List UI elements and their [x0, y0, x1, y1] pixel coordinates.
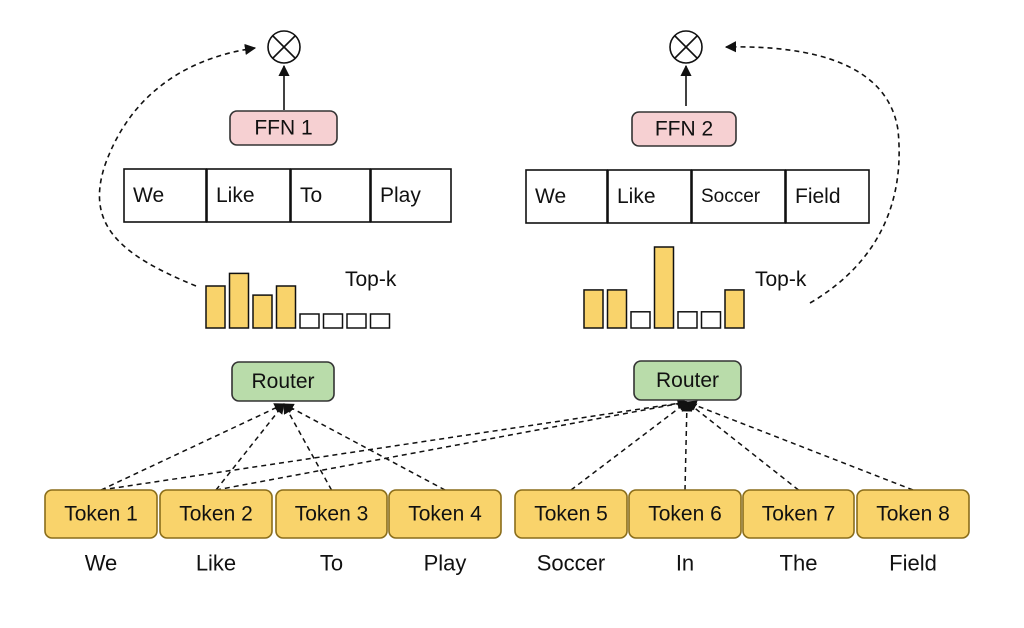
- selected-token-left-word: To: [300, 184, 322, 207]
- feedback-arc-left: [98, 43, 257, 287]
- token-label: Token 2: [179, 503, 253, 526]
- token-label: Token 6: [648, 503, 722, 526]
- token-1-route-line: [100, 403, 285, 491]
- token-word: Like: [196, 551, 236, 576]
- token-5: Token 5: [514, 489, 628, 539]
- router-score-left-bar: [322, 313, 344, 329]
- router-score-left-bar: [299, 313, 320, 329]
- token-word: To: [320, 551, 343, 576]
- router-score-left-bar: [369, 313, 391, 329]
- router-score-right-bar: [630, 311, 651, 329]
- selected-tokens-left: We Like To Play: [123, 168, 452, 223]
- router-scores-left: [205, 272, 391, 329]
- token-word: Field: [889, 551, 937, 576]
- router-score-right-bar: [700, 311, 722, 329]
- token-8: Token 8: [856, 489, 970, 539]
- selected-token-left-word: Like: [216, 184, 255, 207]
- router-score-left-bar: [275, 285, 297, 329]
- router-box-left: Router: [231, 361, 335, 402]
- router-score-right-bar: [653, 246, 675, 329]
- topk-label-left: Top-k: [345, 268, 397, 291]
- router-score-right-bar: [583, 289, 604, 329]
- ffn-label-left: FFN 1: [254, 117, 312, 140]
- router-score-right-bar: [677, 311, 698, 329]
- ffn-box-right: FFN 2: [631, 111, 737, 147]
- token-1-route-line-cross: [100, 398, 689, 491]
- token-7: Token 7: [742, 489, 855, 539]
- token-3: Token 3: [275, 489, 388, 539]
- token-2-route-line: [215, 403, 285, 491]
- selected-token-left-cell: To: [290, 168, 371, 223]
- token-word: We: [85, 551, 118, 576]
- selected-token-right-word: Field: [795, 185, 841, 208]
- routing-connections: [98, 41, 914, 491]
- selected-token-right-cell: We: [525, 169, 608, 224]
- token-word: The: [780, 551, 818, 576]
- ffn-box-left: FFN 1: [229, 110, 338, 146]
- selected-token-left-cell: Play: [370, 168, 452, 223]
- selected-token-left-cell: We: [123, 168, 207, 223]
- selected-token-right-cell: Soccer: [691, 169, 786, 224]
- token-label: Token 3: [295, 503, 369, 526]
- input-token-row: Token 1 We Token 2 Like Token 3 To Token 4 Play…: [44, 489, 970, 576]
- topk-label-right: Top-k: [755, 268, 807, 291]
- router-score-left-bar: [346, 313, 367, 329]
- selected-token-right-word: We: [535, 185, 566, 208]
- router-score-left-bar: [205, 285, 226, 329]
- router-box-right: Router: [633, 360, 742, 401]
- combine-node-left: [267, 30, 301, 64]
- token-word: Play: [424, 551, 467, 576]
- token-7-route-line: [686, 401, 799, 491]
- selected-tokens-right: We Like Soccer Field: [525, 169, 870, 224]
- token-6: Token 6: [628, 489, 742, 539]
- token-6-route-line: [681, 400, 693, 491]
- token-label: Token 1: [64, 503, 138, 526]
- router-label-right: Router: [656, 369, 719, 392]
- token-label: Token 7: [762, 503, 836, 526]
- selected-token-right-word: Like: [617, 185, 656, 208]
- router-score-right-bar: [724, 289, 745, 329]
- router-label-left: Router: [251, 370, 314, 393]
- token-label: Token 8: [876, 503, 950, 526]
- selected-token-right-cell: Field: [785, 169, 870, 224]
- token-word: Soccer: [537, 551, 605, 576]
- expert-block-left: FFN 1 We Like To Play Top-k Router: [123, 30, 452, 402]
- token-label: Token 5: [534, 503, 608, 526]
- selected-token-left-cell: Like: [206, 168, 291, 223]
- selected-token-left-word: Play: [380, 184, 421, 207]
- selected-token-left-word: We: [133, 184, 164, 207]
- token-word: In: [676, 551, 694, 576]
- selected-token-right-word: Soccer: [701, 186, 761, 207]
- token-4: Token 4: [388, 489, 502, 539]
- token-4-route-line: [283, 403, 446, 491]
- expert-block-right: FFN 2 We Like Soccer Field Top-k Router: [525, 30, 870, 401]
- combine-node-right: [669, 30, 703, 64]
- token-1: Token 1: [44, 489, 158, 539]
- token-2: Token 2: [159, 489, 273, 539]
- router-score-left-bar: [228, 272, 250, 329]
- token-8-route-line: [686, 400, 914, 491]
- token-2-route-line-cross: [215, 398, 689, 491]
- router-scores-right: [583, 246, 745, 329]
- token-5-route-line: [570, 401, 688, 491]
- router-score-right-bar: [606, 289, 628, 329]
- router-score-left-bar: [252, 294, 273, 329]
- token-label: Token 4: [408, 503, 482, 526]
- ffn-label-right: FFN 2: [655, 118, 713, 141]
- token-3-route-line: [283, 403, 333, 491]
- selected-token-right-cell: Like: [607, 169, 692, 224]
